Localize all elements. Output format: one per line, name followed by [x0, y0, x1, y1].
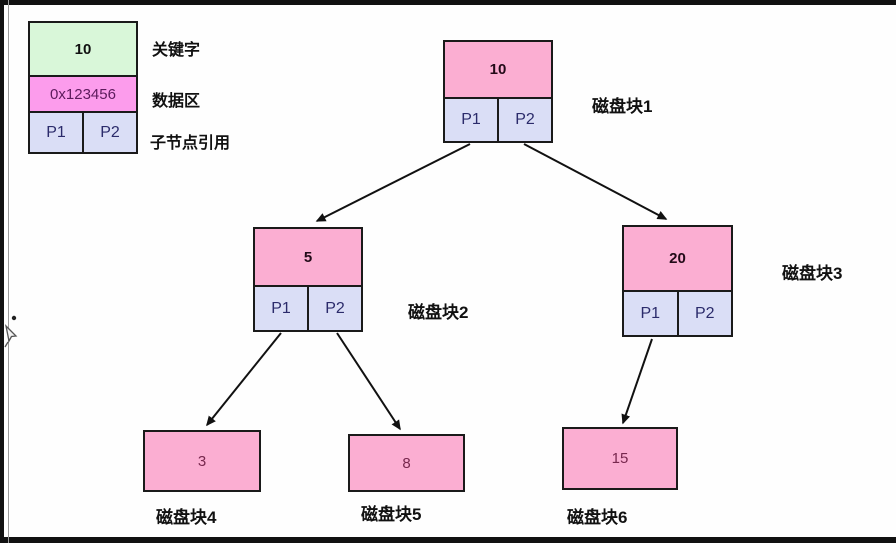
frame-top-bar	[0, 0, 896, 5]
block3-pointer-p2: P2	[676, 292, 731, 335]
disk-block-6: 15	[562, 427, 678, 490]
block2-pointer-row: P1 P2	[255, 285, 361, 330]
block2-pointer-p2: P2	[307, 287, 361, 330]
block4-label: 磁盘块4	[156, 508, 217, 527]
disk-block-4: 3	[143, 430, 261, 492]
frame-left-bar	[0, 0, 4, 543]
legend-pointer-row: P1 P2	[30, 111, 136, 152]
legend-pointer-label: 子节点引用	[150, 135, 231, 152]
legend-data-label: 数据区	[152, 93, 201, 110]
block3-pointer-p1: P1	[624, 292, 677, 335]
edge-block3-block6	[621, 338, 653, 425]
disk-block-2: 5 P1 P2	[253, 227, 363, 332]
block5-key-cell: 8	[350, 436, 463, 490]
block6-label: 磁盘块6	[567, 508, 628, 527]
pen-cursor-icon	[2, 312, 22, 353]
block3-key-cell: 20	[624, 227, 731, 290]
block4-key-cell: 3	[145, 432, 259, 490]
block1-pointer-p2: P2	[497, 99, 551, 141]
legend-key-label: 关键字	[152, 42, 201, 59]
frame-edge-line	[8, 0, 9, 543]
block1-pointer-p1: P1	[445, 99, 497, 141]
edge-block1-block2	[315, 143, 471, 222]
legend-pointer-p2: P2	[82, 113, 136, 152]
block1-pointer-row: P1 P2	[445, 97, 551, 141]
disk-block-1: 10 P1 P2	[443, 40, 553, 143]
disk-block-3: 20 P1 P2	[622, 225, 733, 337]
frame-bottom-bar	[0, 537, 896, 543]
edge-block2-block5	[336, 332, 401, 431]
disk-block-5: 8	[348, 434, 465, 492]
legend-data-cell: 0x123456	[30, 75, 136, 111]
block6-key-cell: 15	[564, 429, 676, 488]
block2-key-cell: 5	[255, 229, 361, 285]
block5-label: 磁盘块5	[361, 505, 422, 524]
edge-block2-block4	[206, 332, 282, 427]
block1-key-cell: 10	[445, 42, 551, 97]
block1-label: 磁盘块1	[592, 97, 653, 116]
block2-label: 磁盘块2	[408, 303, 469, 322]
legend: 10 0x123456 P1 P2	[28, 21, 138, 154]
edge-block1-block3	[523, 143, 668, 220]
block3-label: 磁盘块3	[782, 264, 843, 283]
legend-key-cell: 10	[30, 23, 136, 75]
legend-pointer-p1: P1	[30, 113, 82, 152]
block2-pointer-p1: P1	[255, 287, 307, 330]
block3-pointer-row: P1 P2	[624, 290, 731, 335]
